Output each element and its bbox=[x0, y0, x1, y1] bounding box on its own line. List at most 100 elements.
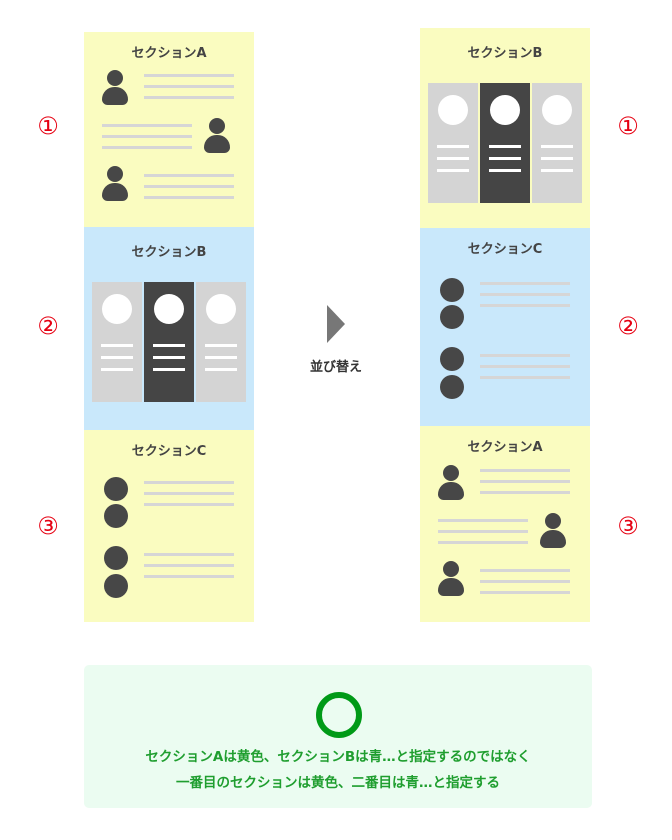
card-line bbox=[541, 145, 573, 148]
text-line bbox=[144, 502, 234, 506]
text-line bbox=[102, 146, 192, 149]
text-line bbox=[144, 74, 234, 77]
card-line bbox=[101, 344, 133, 347]
person-body bbox=[540, 529, 566, 548]
card bbox=[428, 83, 478, 203]
text-line bbox=[480, 375, 570, 379]
before-number-1: ① bbox=[37, 112, 59, 140]
card bbox=[532, 83, 582, 203]
note-line-2: 一番目のセクションは黄色、二番目は青…と指定する bbox=[176, 775, 500, 791]
card-circle bbox=[542, 95, 572, 125]
circle-icon bbox=[440, 277, 464, 302]
circle-icon bbox=[104, 476, 128, 501]
card-line bbox=[101, 356, 133, 359]
card-circle bbox=[102, 294, 132, 324]
person-head bbox=[107, 166, 123, 182]
circle-icon bbox=[440, 346, 464, 371]
text-line bbox=[438, 540, 528, 544]
text-line bbox=[480, 490, 570, 494]
before-number-2: ② bbox=[37, 312, 59, 340]
text-line bbox=[480, 579, 570, 583]
after-number-2: ② bbox=[617, 312, 639, 340]
card-highlighted bbox=[480, 83, 530, 203]
text-line bbox=[480, 303, 570, 307]
person-head bbox=[545, 512, 561, 529]
card-line bbox=[205, 368, 237, 371]
circle-icon bbox=[104, 503, 128, 528]
card-line bbox=[437, 157, 469, 160]
text-line bbox=[144, 563, 234, 567]
card-highlighted bbox=[144, 282, 194, 402]
text-line bbox=[438, 529, 528, 533]
text-line bbox=[102, 135, 192, 138]
person-head bbox=[209, 118, 225, 134]
card-line bbox=[489, 169, 521, 172]
circle-icon bbox=[440, 304, 464, 329]
card-line bbox=[101, 368, 133, 371]
before-number-3: ③ bbox=[37, 512, 59, 540]
text-line bbox=[144, 491, 234, 495]
person-head bbox=[443, 464, 459, 481]
text-line bbox=[480, 281, 570, 285]
after-number-1: ① bbox=[617, 112, 639, 140]
text-line bbox=[480, 364, 570, 368]
text-line bbox=[480, 353, 570, 357]
card-line bbox=[541, 157, 573, 160]
text-line bbox=[102, 124, 192, 127]
text-line bbox=[144, 552, 234, 556]
card-line bbox=[437, 145, 469, 148]
text-line bbox=[144, 185, 234, 188]
person-head bbox=[443, 560, 459, 577]
card-line bbox=[489, 157, 521, 160]
circle-icon bbox=[104, 573, 128, 598]
card-line bbox=[205, 356, 237, 359]
text-line bbox=[144, 96, 234, 99]
section-title: セクションC bbox=[131, 444, 207, 459]
card-line bbox=[153, 344, 185, 347]
card-line bbox=[541, 169, 573, 172]
card-line bbox=[437, 169, 469, 172]
note-line-1: セクションAは黄色、セクションBは青…と指定するのではなく bbox=[145, 749, 531, 765]
person-icon bbox=[102, 166, 128, 202]
text-line bbox=[144, 174, 234, 177]
text-line bbox=[480, 590, 570, 594]
section-c: セクションC bbox=[420, 228, 590, 426]
card-line bbox=[153, 356, 185, 359]
text-line bbox=[438, 518, 528, 522]
text-line bbox=[144, 480, 234, 484]
card bbox=[196, 282, 246, 402]
person-icon bbox=[204, 118, 230, 154]
text-line bbox=[144, 574, 234, 578]
section-a: セクションA bbox=[420, 426, 590, 622]
person-body bbox=[204, 135, 230, 153]
person-icon bbox=[438, 560, 464, 597]
text-line bbox=[144, 85, 234, 88]
circle-ok-icon bbox=[316, 692, 362, 738]
card-circle bbox=[206, 294, 236, 324]
section-title: セクションC bbox=[467, 242, 543, 257]
section-a: セクションA bbox=[84, 32, 254, 227]
text-line bbox=[480, 479, 570, 483]
section-title: セクションA bbox=[131, 46, 207, 61]
card-circle bbox=[438, 95, 468, 125]
person-body bbox=[102, 183, 128, 201]
text-line bbox=[144, 196, 234, 199]
text-line bbox=[480, 568, 570, 572]
section-title: セクションA bbox=[467, 440, 543, 455]
person-icon bbox=[438, 464, 464, 501]
after-number-3: ③ bbox=[617, 512, 639, 540]
text-line bbox=[480, 292, 570, 296]
card-line bbox=[153, 368, 185, 371]
section-b: セクションB bbox=[420, 28, 590, 228]
note-box: セクションAは黄色、セクションBは青…と指定するのではなく 一番目のセクションは… bbox=[84, 665, 592, 808]
circle-icon bbox=[440, 374, 464, 399]
card bbox=[92, 282, 142, 402]
section-b: セクションB bbox=[84, 227, 254, 430]
arrow-right-icon bbox=[327, 305, 345, 343]
card-line bbox=[205, 344, 237, 347]
section-c: セクションC bbox=[84, 430, 254, 622]
card-circle bbox=[154, 294, 184, 324]
person-icon bbox=[540, 512, 566, 549]
person-icon bbox=[102, 70, 128, 106]
text-line bbox=[480, 468, 570, 472]
